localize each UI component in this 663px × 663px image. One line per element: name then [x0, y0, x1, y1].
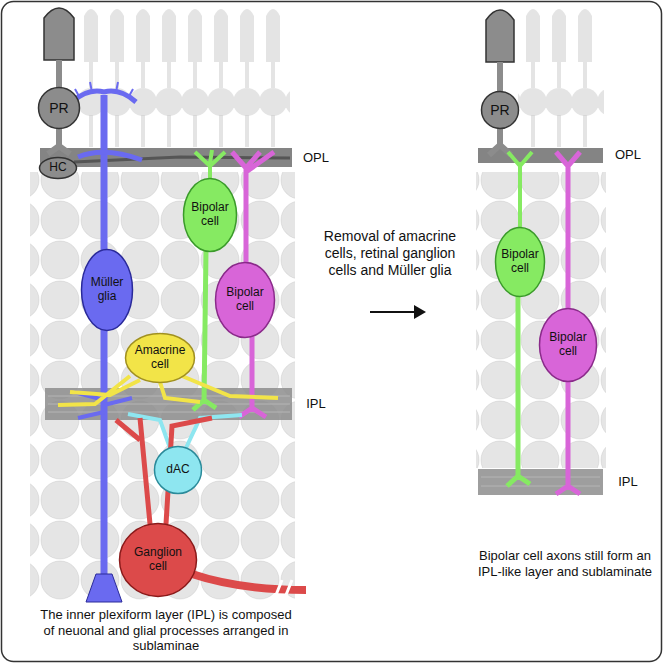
cell-name: Ganglion cell	[129, 546, 187, 574]
horizontal-cell: HC	[38, 156, 78, 180]
layer-label: OPL	[298, 150, 334, 166]
bipolar-cell: Bipolar cell	[494, 226, 546, 298]
bipolar-cell: Bipolar cell	[538, 307, 598, 383]
dac-process	[128, 414, 242, 448]
photoreceptor-outer-segment	[486, 10, 514, 62]
cell-body	[40, 158, 77, 179]
cell-body	[540, 309, 597, 382]
cell-label-block: Müller glia	[88, 276, 127, 304]
bipolar-axon	[239, 336, 266, 417]
bipolar-dendrite	[508, 152, 532, 228]
cell-body	[82, 250, 133, 331]
nuclei-background	[30, 172, 295, 600]
cell-label-block: PR	[43, 100, 75, 116]
cell-body	[126, 334, 195, 383]
photoreceptor-cell: PR	[480, 90, 520, 130]
muller-glia-apical	[72, 91, 136, 102]
ipl-band	[478, 469, 603, 495]
ganglion-cell: Ganglion cell	[118, 522, 198, 598]
photoreceptor-cell: PR	[37, 86, 81, 130]
bipolar-cell: Bipolar cell	[214, 261, 276, 339]
layer-label: IPL	[298, 396, 334, 412]
cell-name: Müller glia	[88, 276, 127, 304]
process-note: Removal of amacrine cells, retinal gangl…	[314, 228, 466, 278]
cell-label-block: Bipolar cell	[223, 286, 268, 314]
cell-label-block: PR	[486, 102, 515, 118]
cell-name: PR	[43, 100, 75, 116]
cell-label-block: Bipolar cell	[546, 331, 589, 359]
muller-glia-cell: Müller glia	[80, 248, 134, 332]
bipolar-dendrite	[232, 152, 274, 264]
amacrine-cell: Amacrine cell	[124, 332, 196, 384]
cell-name: Amacrine cell	[134, 344, 186, 372]
photoreceptor-background	[518, 2, 604, 148]
cell-name: PR	[486, 102, 515, 118]
cell-label-block: dAC	[160, 463, 196, 477]
photoreceptor-outer-segment	[44, 8, 74, 60]
bipolar-dendrite	[556, 152, 580, 309]
cell-body	[496, 228, 545, 297]
photoreceptor-background	[78, 2, 290, 148]
cell-body	[120, 524, 197, 597]
bipolar-axon	[556, 381, 580, 494]
cell-name: Bipolar cell	[223, 286, 268, 314]
cell-label-block: Bipolar cell	[190, 201, 230, 229]
ganglion-dendrite	[116, 418, 212, 524]
bipolar-dendrite	[195, 150, 225, 180]
cell-body	[39, 88, 80, 129]
cell-name: HC	[44, 161, 73, 175]
ipl-sublaminae	[481, 477, 600, 486]
caption-text: Bipolar cell axons still form an IPL-lik…	[477, 548, 653, 579]
cell-name: dAC	[160, 463, 196, 477]
process-arrow	[370, 311, 418, 313]
bipolar-axon	[507, 296, 530, 486]
cell-body	[184, 179, 237, 252]
cell-name: Bipolar cell	[190, 201, 230, 229]
cell-body	[216, 263, 275, 338]
axon-break-mark	[274, 580, 292, 600]
muller-glia-endfoot	[86, 574, 122, 602]
cell-body	[155, 447, 202, 494]
cell-name: Bipolar cell	[501, 248, 538, 276]
cell-label-block: HC	[44, 161, 73, 175]
cell-body	[482, 92, 519, 129]
muller-glia-process	[101, 95, 108, 580]
cell-name: Bipolar cell	[546, 331, 589, 359]
caption-text: The inner plexiform layer (IPL) is compo…	[35, 607, 297, 654]
displaced-amacrine-cell: dAC	[153, 445, 203, 495]
cell-label-block: Bipolar cell	[501, 248, 538, 276]
muller-glia-microvilli	[75, 82, 133, 98]
nuclei-background	[476, 172, 606, 468]
layer-label: OPL	[610, 147, 646, 163]
muller-glia-opl-branch	[78, 152, 142, 160]
process-arrowhead	[414, 305, 426, 319]
cell-label-block: Ganglion cell	[129, 546, 187, 574]
cell-label-block: Amacrine cell	[134, 344, 186, 372]
bipolar-cell: Bipolar cell	[182, 177, 238, 253]
layer-label: IPL	[610, 474, 646, 490]
